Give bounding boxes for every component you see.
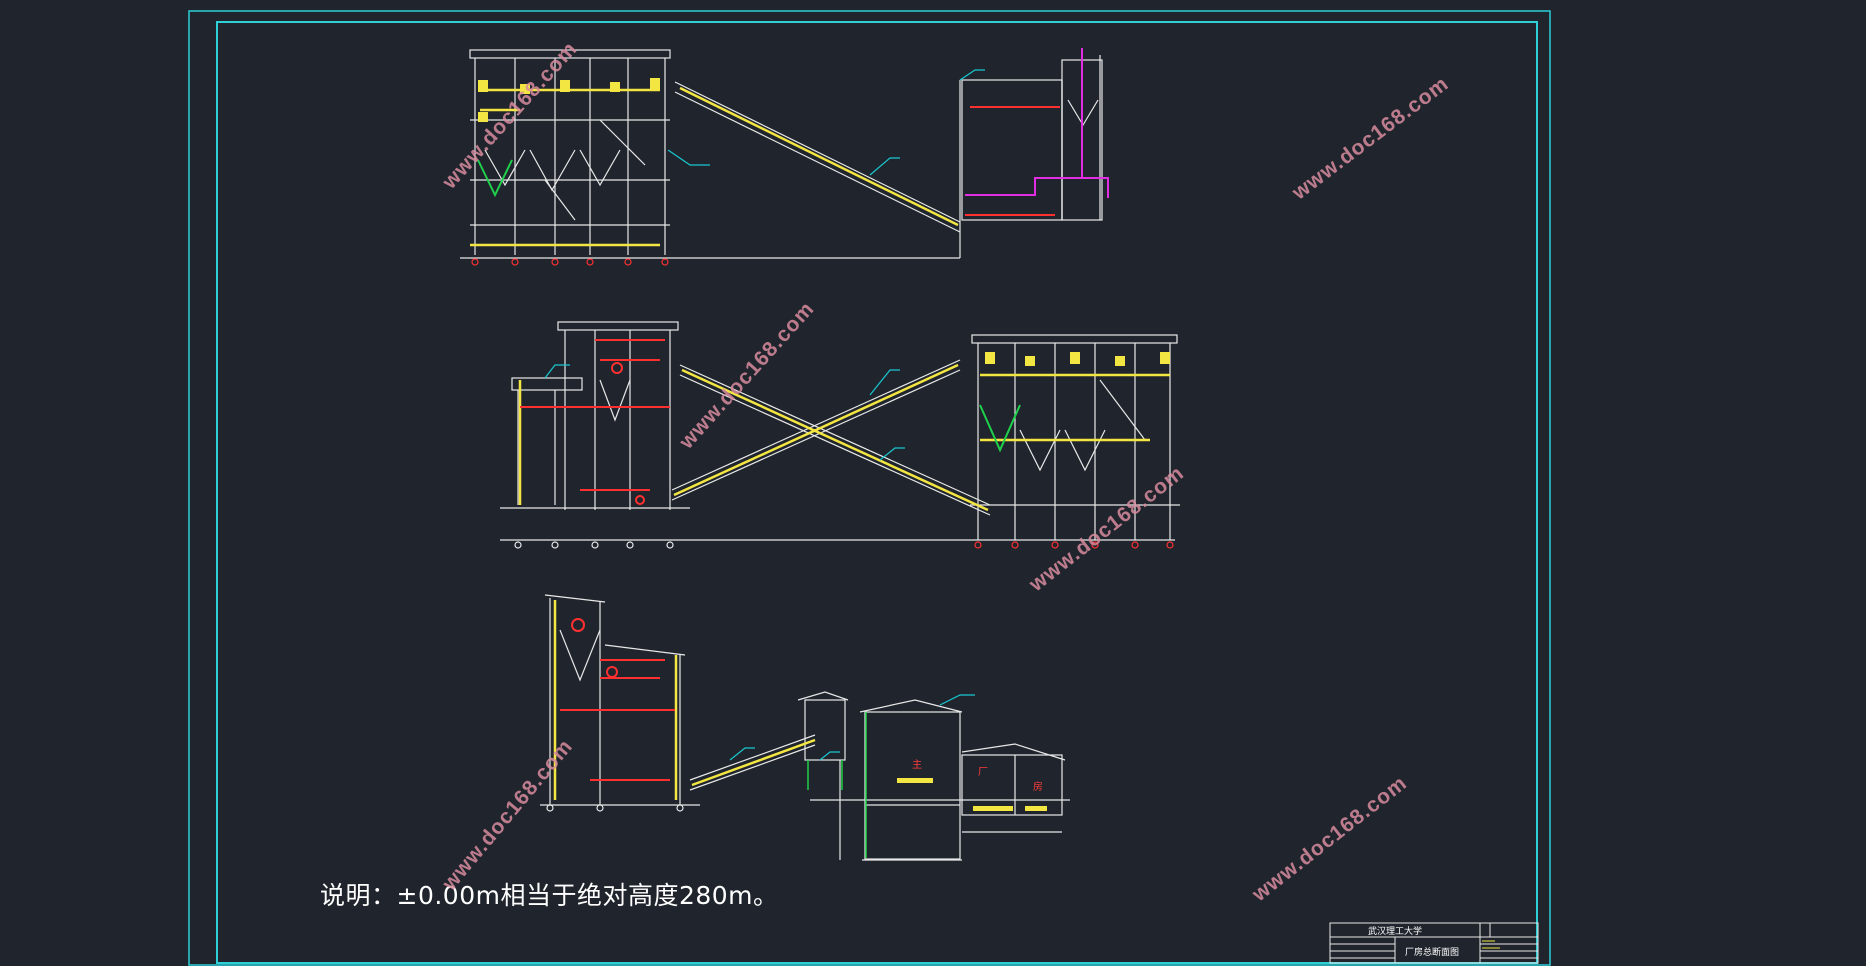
drawing-note: 说明：±0.00m相当于绝对高度280m。 (320, 881, 779, 910)
title-block: 武汉理工大学 厂房总断面图 (1329, 922, 1539, 964)
room-label-main: 主 (912, 759, 922, 771)
title-block-drawing-title: 厂房总断面图 (1405, 946, 1459, 958)
room-label-factory: 厂 (978, 767, 988, 778)
title-block-institution: 武汉理工大学 (1368, 925, 1422, 937)
section-1-elevation (460, 48, 1109, 266)
room-label-house: 房 (1033, 780, 1043, 793)
outer-frame (188, 10, 1551, 966)
section-2-elevation (500, 321, 1180, 549)
section-3-elevation: 主 厂 房 (540, 594, 1070, 861)
inner-frame (216, 21, 1538, 964)
